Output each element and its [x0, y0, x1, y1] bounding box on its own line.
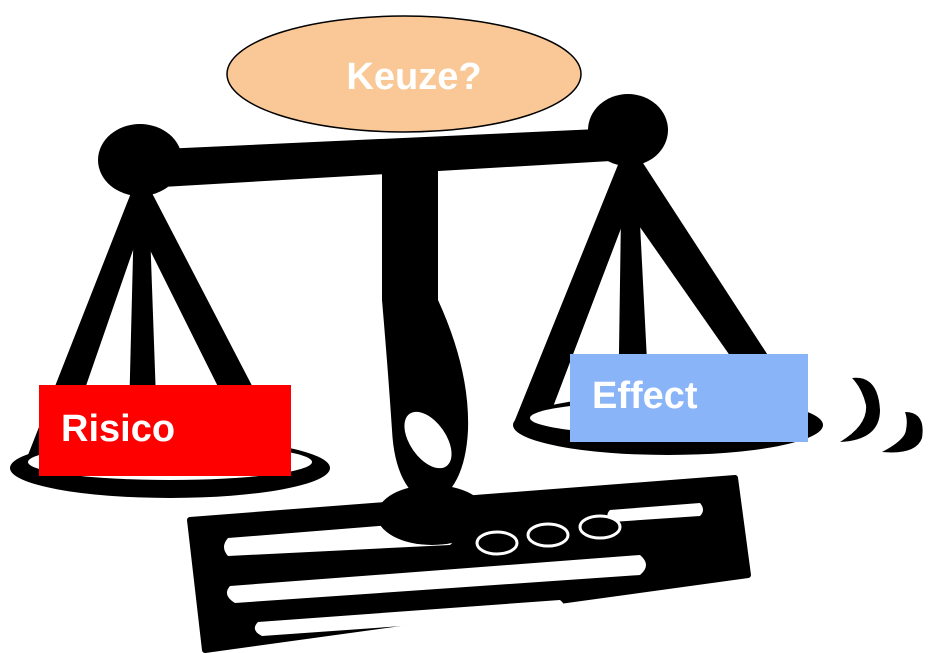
base-knob-3: [578, 514, 622, 540]
effect-box-bg: [570, 354, 808, 442]
base-slot-right: [607, 503, 703, 522]
base-slot-middle: [226, 555, 646, 603]
motion-marks-icon: [840, 377, 923, 453]
right-pan-center-string: [618, 145, 650, 420]
beam-end-left: [98, 124, 182, 196]
scale-base: [187, 475, 751, 653]
base-knob-1: [475, 530, 519, 556]
effect-box: Effect: [570, 354, 808, 442]
scale-column: [377, 160, 487, 545]
left-pan-strings: [28, 170, 288, 455]
effect-label: Effect: [592, 375, 698, 417]
risico-box: Risico: [39, 385, 291, 476]
risico-label: Risico: [61, 408, 175, 450]
choice-bubble: Keuze?: [226, 15, 582, 133]
column-highlight: [404, 411, 452, 469]
column-foot: [377, 485, 487, 545]
column-shaft: [382, 160, 469, 505]
motion-mark-2: [882, 412, 923, 453]
choice-label: Keuze?: [346, 56, 481, 98]
base-knob-2: [526, 522, 570, 548]
beam-bar: [140, 128, 628, 188]
base-slot-bottom: [254, 600, 565, 636]
scale-beam: [98, 94, 668, 196]
beam-end-right: [588, 94, 668, 166]
choice-ellipse: [226, 15, 582, 133]
right-pan-strings: [515, 140, 810, 420]
risico-box-bg: [39, 385, 291, 476]
motion-mark-1: [840, 377, 880, 442]
